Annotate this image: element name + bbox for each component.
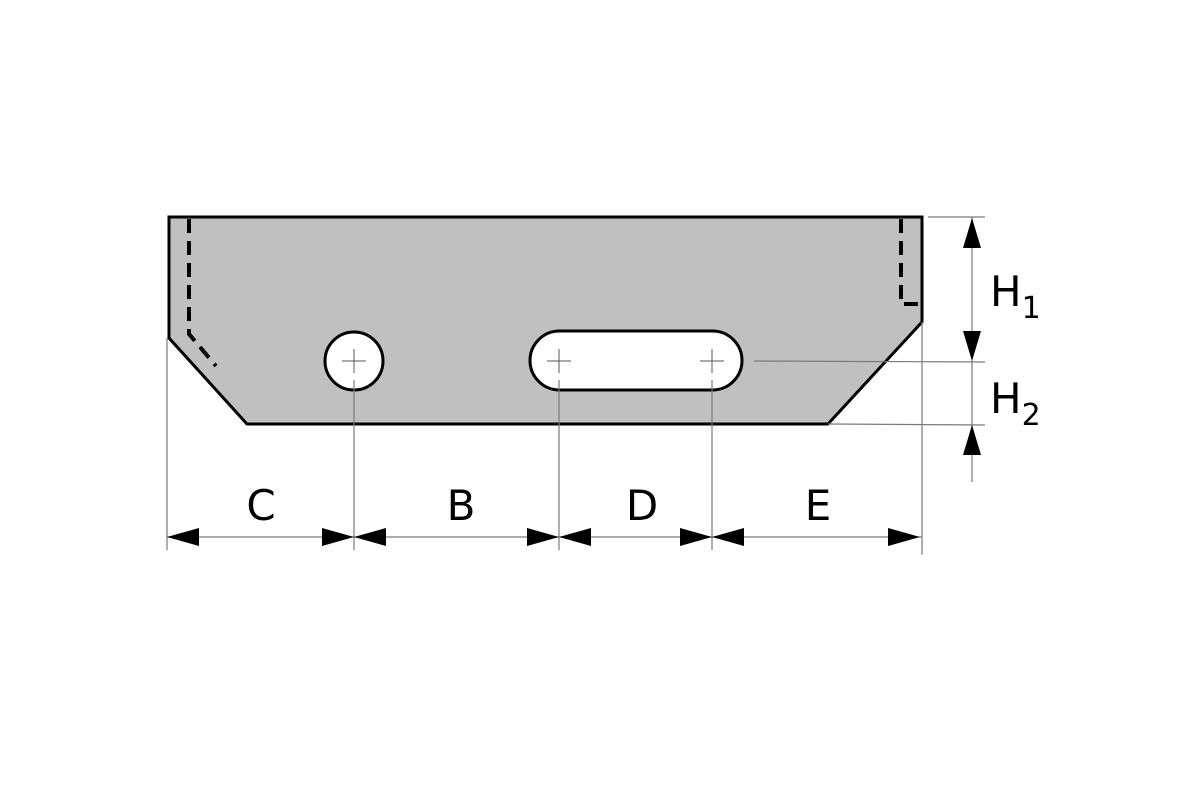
- dim-label-e: E: [805, 481, 832, 530]
- extension-lines: [166, 216, 986, 555]
- dim-label-c: C: [246, 481, 275, 530]
- vertical-dimensions: H1 H2: [963, 217, 1041, 482]
- hidden-line-left: [187, 219, 218, 368]
- slot-hole: [528, 329, 744, 392]
- hidden-line-right: [899, 219, 920, 306]
- part-body: [167, 215, 924, 426]
- plate-outline: [167, 215, 924, 426]
- dim-label-h2: H2: [990, 374, 1041, 433]
- horizontal-dimensions: C B D E: [167, 481, 922, 546]
- dim-label-h1: H1: [990, 267, 1041, 326]
- slot-center-marks: [547, 349, 724, 373]
- dim-label-d: D: [626, 481, 658, 530]
- round-hole-center-mark: [342, 349, 366, 373]
- dim-label-b: B: [447, 481, 476, 530]
